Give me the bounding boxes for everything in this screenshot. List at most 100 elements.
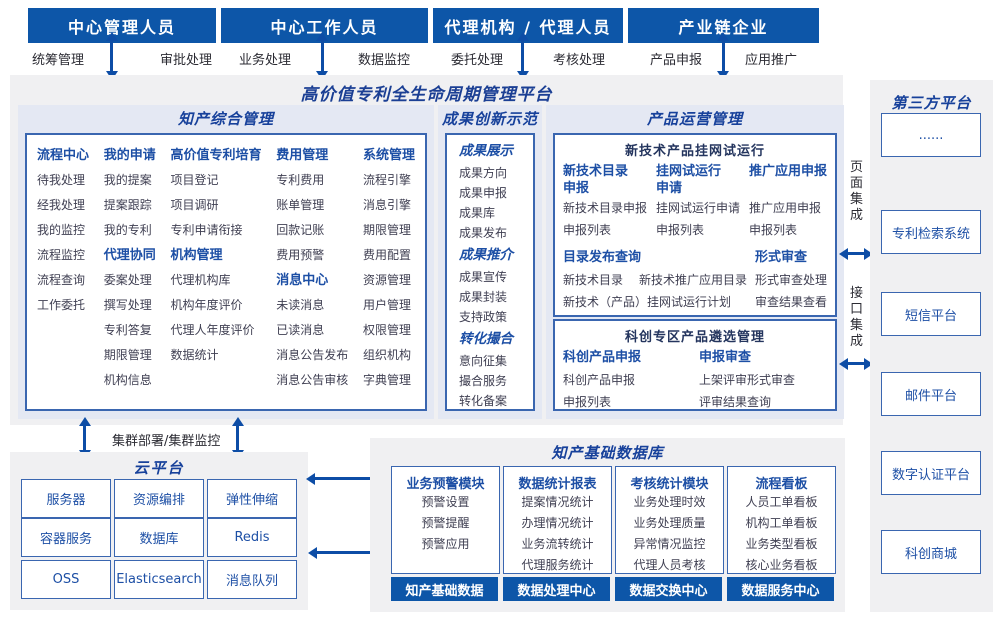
column-item: 回款记账 [276, 223, 325, 237]
column-item: 期限管理 [362, 223, 411, 237]
db-module: 数据统计报表提案情况统计办理情况统计业务流转统计代理服务统计 [503, 466, 612, 574]
group-item: 申报列表 [563, 223, 612, 237]
db-module-item: 异常情况监控 [633, 537, 706, 551]
db-module-item: 预警设置 [421, 495, 470, 509]
cloud-service-box: 弹性伸缩 [207, 479, 297, 518]
column-item: 已读消息 [276, 323, 325, 337]
group-header: 转化撮合 [459, 331, 513, 347]
cluster-label: 集群部署/集群监控 [112, 434, 221, 449]
group-item: 成果发布 [459, 226, 508, 240]
column-item: 费用配置 [362, 248, 411, 262]
cloud-service-box: 服务器 [21, 479, 111, 518]
column-item: 工作委托 [37, 298, 86, 312]
db-module-item: 人员工单看板 [745, 495, 818, 509]
db-module-item: 业务处理质量 [633, 516, 706, 530]
role-action-label: 数据监控 [357, 52, 410, 68]
cloud-service-box: 数据库 [114, 518, 204, 557]
column-item: 组织机构 [362, 348, 411, 362]
group-header: 推广应用申报 [748, 164, 827, 179]
group-header: 目录发布查询 [563, 250, 642, 265]
cloud-service-box: Elasticsearch [114, 560, 204, 599]
group-header: 挂网试运行申请 [655, 164, 721, 196]
cloud-service-box: OSS [21, 560, 111, 599]
role-group-industry-chain: 产业链企业 产品申报 应用推广 [628, 8, 819, 80]
group-item: 成果方向 [459, 166, 508, 180]
module-column: 流程中心待我处理经我处理我的监控流程监控流程查询工作委托 [37, 143, 89, 401]
column-item: 权限管理 [362, 323, 411, 337]
group-item: 成果封装 [459, 290, 508, 304]
section-ip-management: 知产综合管理 流程中心待我处理经我处理我的监控流程监控流程查询工作委托我的申请我… [18, 105, 434, 419]
db-module-item: 办理情况统计 [521, 516, 594, 530]
left-arrow-icon [306, 472, 388, 485]
column-item: 期限管理 [103, 348, 152, 362]
section-title: 知产综合管理 [177, 110, 274, 128]
column-header: 我的申请 [103, 148, 156, 163]
db-module: 流程看板人员工单看板机构工单看板业务类型看板核心业务看板 [727, 466, 836, 574]
group-item: 申报列表 [563, 395, 612, 409]
column-item: 用户管理 [362, 298, 411, 312]
column-item: 代理人年度评价 [170, 323, 255, 337]
group-item: 成果宣传 [459, 270, 508, 284]
db-module-item: 机构工单看板 [745, 516, 818, 530]
column-item: 项目登记 [170, 173, 219, 187]
group-item: 成果申报 [459, 186, 508, 200]
column-item: 我的提案 [103, 173, 152, 187]
group-header: 科创产品申报 [563, 350, 642, 365]
db-module: 考核统计模块业务处理时效业务处理质量异常情况监控代理人员考核 [615, 466, 724, 574]
role-bar: 中心管理人员 [28, 8, 216, 43]
module-column: 费用管理专利费用账单管理回款记账费用预警消息中心未读消息已读消息消息公告发布消息… [276, 143, 348, 401]
column-item: 机构年度评价 [170, 298, 243, 312]
column-header: 系统管理 [362, 148, 415, 163]
sci-innovation-box: 科创专区产品遴选管理 科创产品申报科创产品申报申报列表申报审查上架评审形式审查评… [553, 319, 837, 411]
ip-database-title: 知产基础数据库 [551, 444, 664, 462]
cloud-service-box: 消息队列 [207, 560, 297, 599]
cloud-platform-title: 云平台 [133, 459, 185, 477]
column-item: 费用预警 [276, 248, 325, 262]
group-item: 新技术（产品）挂网试运行计划 [563, 295, 732, 309]
trial-run-groups: 新技术目录申报新技术目录申报申报列表挂网试运行申请挂网试运行申请申报列表推广应用… [555, 159, 835, 241]
interface-integration-label: 接口集成 [849, 286, 863, 349]
group-header: 形式审查 [754, 250, 807, 265]
section-title: 成果创新示范 [441, 110, 538, 128]
db-module-item: 代理人员考核 [633, 558, 706, 572]
module-column: 高价值专利培育项目登记项目调研专利申请衔接机构管理代理机构库机构年度评价代理人年… [170, 143, 261, 401]
third-party-system-box: 短信平台 [881, 292, 981, 336]
column-item: 消息公告发布 [276, 348, 349, 362]
column-header: 机构管理 [170, 248, 223, 263]
section-title: 产品运营管理 [646, 110, 743, 128]
column-header: 高价值专利培育 [170, 148, 262, 163]
section-achievement: 成果创新示范 成果展示成果方向成果申报成果库成果发布成果推介成果宣传成果封装支持… [438, 105, 542, 419]
column-item: 流程引擎 [362, 173, 411, 187]
group-item: 形式审查处理 [754, 273, 827, 287]
double-arrow-icon [839, 357, 873, 370]
box-caption: 新技术产品挂网试运行 [624, 144, 765, 159]
group-item: 新技术推广应用目录 [639, 273, 748, 287]
db-module-item: 提案情况统计 [521, 495, 594, 509]
double-arrow-icon [78, 417, 91, 459]
role-action-label: 业务处理 [239, 52, 292, 68]
sci-group: 申报审查上架评审形式审查评审结果查询 [699, 347, 795, 413]
double-arrow-icon [516, 32, 529, 80]
group-header: 新技术目录申报 [563, 164, 629, 196]
cloud-service-box: 资源编排 [114, 479, 204, 518]
column-item: 经我处理 [37, 198, 86, 212]
declaration-group: 新技术目录申报新技术目录申报申报列表 [563, 163, 647, 241]
db-module-item: 核心业务看板 [745, 558, 818, 572]
third-party-system-box: 数字认证平台 [881, 451, 981, 495]
group-item: 评审结果查询 [698, 395, 771, 409]
db-module-item: 代理服务统计 [521, 558, 594, 572]
declaration-group: 挂网试运行申请挂网试运行申请申报列表 [656, 163, 740, 241]
group-item: 转化备案 [459, 394, 508, 408]
formal-review-group: 形式审查 形式审查处理 审查结果查看 [755, 247, 827, 313]
db-module-header: 考核统计模块 [630, 477, 709, 492]
group-item: 新技术目录申报 [563, 201, 648, 215]
cloud-service-box: 容器服务 [21, 518, 111, 557]
double-arrow-icon [717, 32, 729, 80]
group-header: 申报审查 [698, 350, 751, 365]
column-item: 消息引擎 [362, 198, 411, 212]
db-center-button: 数据交换中心 [615, 577, 722, 601]
third-party-system-box: 邮件平台 [881, 372, 981, 416]
column-item: 账单管理 [276, 198, 325, 212]
